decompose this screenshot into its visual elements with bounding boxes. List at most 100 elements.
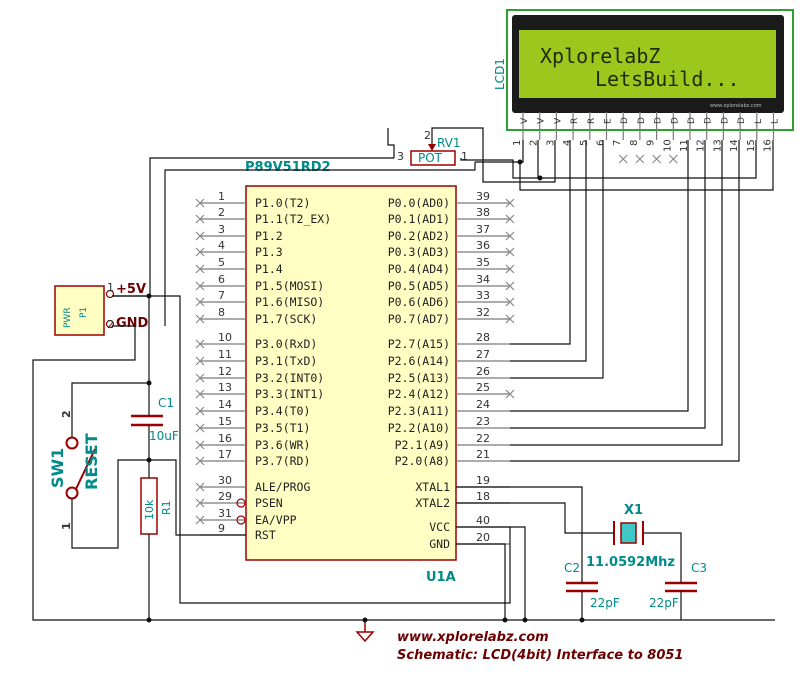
- mcu-right-pin-name: P0.3(AD3): [388, 245, 450, 259]
- mcu-right-pin-number: 38: [476, 206, 490, 219]
- sw1-pin-1: 1: [60, 522, 73, 530]
- no-connect-mark: [195, 264, 205, 274]
- power-connector-ref: P1: [79, 307, 89, 318]
- sw1-contact-bottom: [65, 486, 79, 500]
- mcu-right-pin-number: 32: [476, 306, 490, 319]
- wire-lcd-vdd: [460, 140, 539, 179]
- mcu-left-pin-number: 31: [218, 507, 232, 520]
- c2-value: 22pF: [590, 596, 620, 610]
- mcu-left-pin-name: P3.1(TxD): [255, 354, 317, 368]
- mcu-left-pin-name: P1.3: [255, 245, 283, 259]
- mcu-left-pin-number: 10: [218, 331, 232, 344]
- wire-lcd-en: [510, 140, 604, 379]
- wire-lcd-vee: [431, 127, 556, 183]
- no-connect-mark: [195, 231, 205, 241]
- mcu-right-pins: 39P0.0(AD0)38P0.1(AD1)37P0.2(AD2)36P0.3(…: [388, 190, 515, 551]
- mcu-left-pin-name: ALE/PROG: [255, 480, 310, 494]
- mcu-right-pin-number: 40: [476, 514, 490, 527]
- no-connect-mark: [505, 264, 515, 274]
- lcd-pin-label: D: [637, 117, 647, 124]
- wire-lcd-led-a: [540, 140, 757, 179]
- mcu-right-pin-number: 20: [476, 531, 490, 544]
- mcu-right-pin-number: 21: [476, 448, 490, 461]
- lcd-pin-label: D: [704, 117, 714, 124]
- mcu-right-pin-number: 18: [476, 490, 490, 503]
- mcu-left-pin-name: P3.6(WR): [255, 438, 310, 452]
- wire-reset-to-rst: [149, 459, 246, 536]
- resistor-r1: 10k R1: [140, 477, 173, 535]
- mcu-right-pin-number: 36: [476, 239, 490, 252]
- wire-lcd-d4: [510, 140, 689, 412]
- lcd-pin-number: 6: [596, 140, 607, 146]
- wire-lcd-rs: [510, 140, 571, 345]
- mcu-right-pin-name: P2.0(A8): [395, 454, 450, 468]
- no-connect-mark: [195, 482, 205, 492]
- no-connect-mark: [505, 247, 515, 257]
- mcu-left-pin-number: 8: [218, 306, 225, 319]
- lcd-line-2: LetsBuild...: [595, 67, 740, 91]
- mcu-right-pin-number: 26: [476, 365, 490, 378]
- lcd-pin-number: 15: [746, 139, 757, 152]
- c3-value: 22pF: [649, 596, 679, 610]
- no-connect-mark: [195, 214, 205, 224]
- mcu-right-pin-name: P0.6(AD6): [388, 295, 450, 309]
- no-connect-mark: [505, 389, 515, 399]
- wire-xtal-right: [643, 532, 682, 583]
- mcu-right-pin-name: VCC: [429, 520, 450, 534]
- mcu-right-pin-number: 23: [476, 415, 490, 428]
- wire-xtal1: [456, 486, 583, 583]
- power-connector-name: PWR: [63, 307, 73, 328]
- c1-value: 10uF: [149, 429, 179, 443]
- wire-vcc-rail: [112, 295, 511, 604]
- power-pin1-num: 1: [107, 281, 114, 294]
- potentiometer-rv1: POT RV1 3 1 2: [397, 129, 468, 166]
- mcu-right-pin-name: P2.4(A12): [388, 387, 450, 401]
- mcu-right-pin-number: 22: [476, 432, 490, 445]
- mcu-right-pin-number: 37: [476, 223, 490, 236]
- mcu-body: [245, 185, 457, 561]
- pot-pin-3: 3: [397, 150, 404, 163]
- no-connect-mark: [195, 281, 205, 291]
- lcd-pin-number: 2: [529, 140, 540, 146]
- no-connect-mark: [505, 281, 515, 291]
- sw1-contact-top: [65, 436, 79, 450]
- mcu-left-pin-number: 30: [218, 474, 232, 487]
- mcu-right-pin-name: XTAL1: [415, 480, 450, 494]
- mcu-right-pin-name: XTAL2: [415, 496, 450, 510]
- lcd-pin-label: V: [537, 117, 547, 124]
- net-label-vcc: +5V: [116, 282, 146, 297]
- mcu-left-pin-number: 11: [218, 348, 232, 361]
- psen-inversion-bubble: [236, 498, 246, 508]
- mcu-right-pin-name: P2.7(A15): [388, 337, 450, 351]
- r1-value: 10k: [143, 499, 156, 520]
- mcu-left-pin-number: 5: [218, 256, 225, 269]
- mcu-right-pin-number: 19: [476, 474, 490, 487]
- r1-ref: R1: [160, 500, 173, 515]
- wire-pot-to-gnd: [164, 162, 476, 326]
- mcu-left-pin-name: P3.2(INT0): [255, 371, 324, 385]
- mcu-left-pin-name: P1.1(T2_EX): [255, 212, 331, 226]
- switch-sw1: 2 1 SW1 RESET: [48, 410, 101, 530]
- no-connect-mark: [195, 406, 205, 416]
- no-connect-mark: [195, 314, 205, 324]
- net-label-gnd: GND: [116, 316, 149, 331]
- lcd-pin-label: D: [720, 117, 730, 124]
- lcd-pin-number: 13: [712, 139, 723, 152]
- no-connect-mark: [195, 515, 205, 525]
- wire-lcd-d7: [510, 140, 740, 462]
- mcu-right-pin-name: P2.2(A10): [388, 421, 450, 435]
- mcu-left-pin-name: P1.2: [255, 229, 283, 243]
- mcu-left-pin-name: P3.5(T1): [255, 421, 310, 435]
- power-pin2-marker: [105, 319, 115, 329]
- mcu-right-pin-number: 28: [476, 331, 490, 344]
- wire-lcd-led-k: [519, 140, 774, 191]
- no-connect-mark: [195, 356, 205, 366]
- mcu-left-pin-number: 15: [218, 415, 232, 428]
- mcu-right-pin-number: 33: [476, 289, 490, 302]
- power-pin2-num: 2: [107, 318, 114, 331]
- mcu-right-pin-name: P0.0(AD0): [388, 196, 450, 210]
- mcu-left-pin-number: 4: [218, 239, 225, 252]
- lcd-pin-label: E: [604, 118, 614, 124]
